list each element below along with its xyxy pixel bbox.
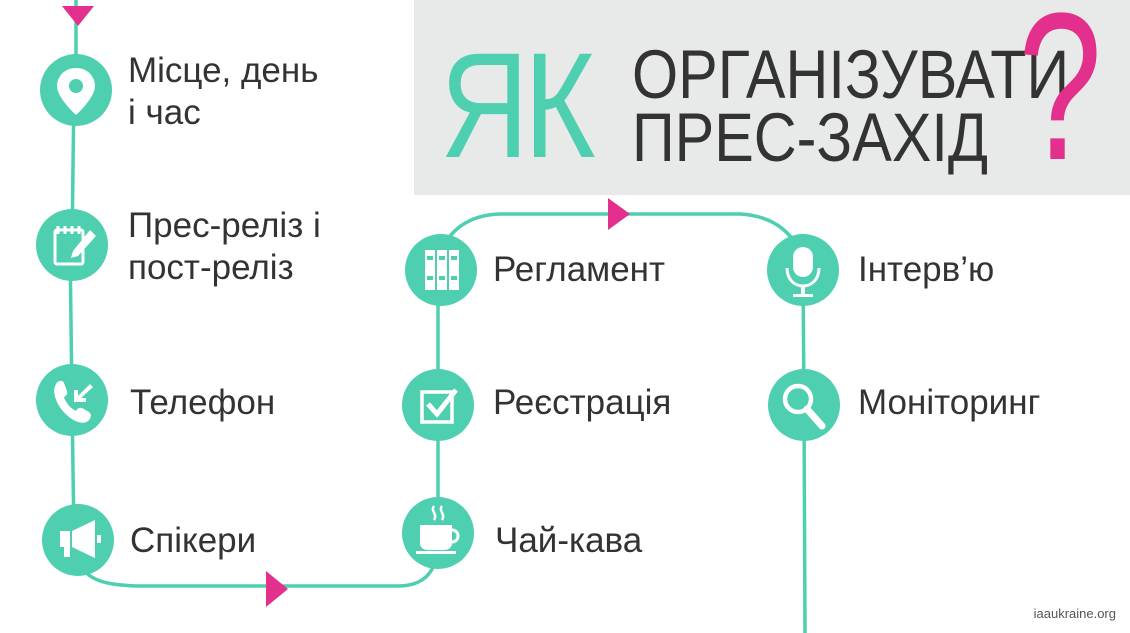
flow-arrow-bottom	[266, 571, 288, 607]
step-label-phone: Телефон	[130, 383, 276, 422]
step-label-press-release-line1: Прес-реліз і	[128, 206, 321, 245]
step-schedule	[405, 234, 477, 306]
magnifier-icon	[782, 383, 826, 430]
step-label-location-line1: Місце, день	[128, 51, 319, 90]
question-mark: ?	[1018, 0, 1103, 204]
step-phone	[36, 364, 108, 436]
step-label-coffee: Чай-кава	[495, 521, 643, 560]
step-monitoring	[768, 369, 840, 441]
step-interview	[767, 234, 839, 306]
flow-arrow-middle	[608, 198, 630, 230]
step-label-press-release-line2: пост-реліз	[128, 248, 294, 287]
location-pin-icon	[57, 68, 95, 115]
step-label-interview: Інтерв’ю	[858, 250, 995, 289]
footer-site: iaaukraine.org	[1033, 606, 1116, 621]
megaphone-icon	[60, 520, 101, 558]
step-press-release	[36, 209, 108, 281]
notepad-pencil-icon	[53, 226, 96, 266]
step-location	[40, 54, 112, 126]
title-line-1: ОРГАНІЗУВАТИ	[632, 36, 1070, 113]
step-label-speakers: Спікери	[130, 521, 257, 560]
step-label-schedule: Регламент	[493, 250, 666, 289]
step-label-registration: Реєстрація	[493, 383, 672, 422]
microphone-icon	[785, 247, 821, 297]
step-speakers	[42, 504, 114, 576]
title-panel	[414, 0, 1130, 195]
step-registration	[402, 369, 474, 441]
title-line-2: ПРЕС-ЗАХІД	[632, 99, 989, 176]
flow-arrow-top	[62, 6, 94, 26]
step-label-location-line2: і час	[128, 93, 201, 132]
coffee-cup-icon	[416, 505, 460, 554]
title-big-word: ЯК	[440, 21, 596, 189]
step-label-location: Місце, день і час	[128, 50, 318, 134]
binders-icon	[425, 250, 459, 290]
step-label-monitoring: Моніторинг	[858, 383, 1041, 422]
checkbox-icon	[420, 388, 458, 424]
step-label-press-release: Прес-реліз і пост-реліз	[128, 205, 321, 289]
phone-icon	[54, 380, 93, 423]
step-coffee	[402, 497, 474, 569]
